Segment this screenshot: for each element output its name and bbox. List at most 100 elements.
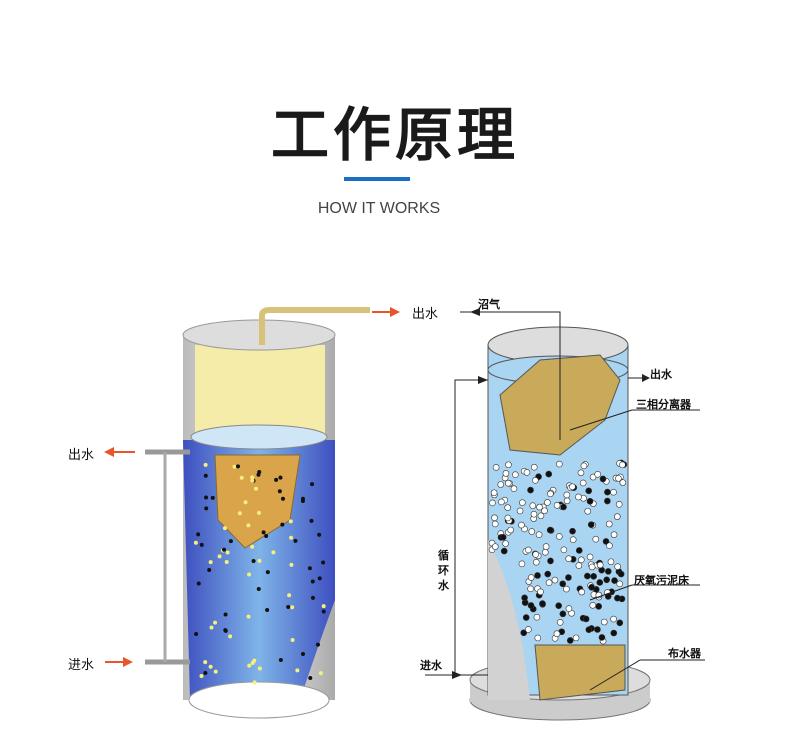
sludge-particle	[586, 553, 594, 561]
sludge-particle	[527, 585, 534, 593]
sludge-particle	[491, 543, 499, 550]
sludge-particle	[504, 504, 512, 511]
particle	[208, 664, 213, 669]
particle	[204, 495, 209, 500]
particle	[257, 558, 262, 563]
sludge-particle	[507, 526, 514, 534]
sludge-particle	[529, 502, 537, 509]
particle	[246, 614, 251, 619]
sludge-particle	[604, 568, 612, 575]
sludge-particle	[527, 574, 535, 581]
particle	[253, 486, 258, 491]
particle	[321, 560, 326, 565]
left-inlet-label: 进水	[68, 658, 95, 673]
particle	[235, 464, 240, 469]
particle	[228, 634, 233, 639]
particle	[210, 495, 215, 500]
sludge-particle	[546, 526, 554, 534]
sludge-particle	[551, 576, 559, 584]
sludge-particle	[577, 556, 585, 564]
particle	[265, 608, 270, 613]
particle	[203, 473, 208, 478]
particle	[250, 660, 255, 665]
sludge-particle	[610, 488, 617, 496]
sludge-particle	[536, 503, 543, 511]
right-reactor	[425, 308, 705, 721]
particle	[261, 530, 266, 535]
sludge-particle	[498, 498, 505, 506]
distributor-label: 布水器	[668, 647, 701, 660]
sludge-particle	[577, 469, 585, 477]
sludge-particle	[499, 534, 507, 541]
sludge-particle	[604, 488, 611, 496]
particle	[289, 535, 294, 540]
particle	[223, 628, 228, 633]
particle	[196, 581, 201, 586]
particle	[194, 631, 199, 636]
particle	[289, 562, 294, 567]
sludge-particle	[500, 547, 508, 555]
sludge-particle	[569, 527, 576, 535]
biogas-label: 沼气	[478, 298, 500, 311]
sludge-particle	[580, 462, 588, 470]
particle	[271, 550, 276, 555]
particle	[256, 510, 261, 515]
particle	[310, 482, 315, 487]
sludge-particle	[605, 520, 613, 528]
particle	[307, 566, 312, 571]
sludge-particle	[563, 585, 570, 593]
page-title: 工作原理	[270, 101, 519, 169]
sludge-particle	[530, 510, 538, 518]
sludge-particle	[575, 562, 583, 569]
recirculation-label: 循环水	[438, 549, 449, 592]
sludge-particle	[519, 499, 526, 506]
particle	[203, 671, 208, 676]
particle	[286, 605, 291, 610]
sludge-particle	[594, 471, 602, 478]
sludge-particle	[588, 563, 596, 571]
particle	[228, 539, 233, 544]
particle	[317, 576, 322, 581]
sludge-particle	[545, 470, 553, 478]
sludge-particle	[615, 475, 622, 482]
sludge-particle	[614, 594, 621, 602]
sludge-particle	[497, 481, 505, 488]
particle	[203, 462, 208, 467]
sludge-particle	[528, 528, 536, 535]
particle	[250, 544, 255, 549]
particle	[207, 567, 212, 572]
sludge-particle	[587, 521, 595, 528]
particle	[193, 540, 198, 545]
sludge-particle	[611, 577, 618, 584]
sludge-particle	[537, 512, 545, 520]
sludge-particle	[505, 479, 512, 487]
sludge-particle	[586, 497, 594, 505]
sludge-particle	[518, 560, 526, 568]
sludge-particle	[491, 514, 498, 522]
sludge-particle	[575, 547, 583, 554]
sludge-particle	[584, 572, 591, 580]
left-reactor	[104, 307, 400, 719]
sludge-particle	[527, 486, 534, 494]
particle	[287, 593, 292, 598]
particle	[237, 511, 242, 516]
particle	[290, 637, 295, 642]
particle	[321, 609, 326, 614]
sludge-particle	[504, 514, 512, 522]
particle	[217, 554, 222, 559]
sludge-particle	[585, 626, 593, 634]
sludge-particle	[559, 610, 567, 618]
particle	[224, 559, 229, 564]
sludge-particle	[537, 588, 544, 596]
sludge-particle	[563, 491, 571, 499]
sludge-particle	[565, 555, 573, 562]
sludge-particle	[516, 507, 524, 515]
sludge-particle	[532, 551, 540, 558]
sludge-particle	[502, 540, 509, 547]
particle	[196, 532, 201, 537]
sludge-particle	[566, 637, 574, 644]
sludge-particle	[619, 479, 627, 486]
particle	[251, 559, 256, 564]
top-outlet-pipe	[259, 307, 370, 345]
